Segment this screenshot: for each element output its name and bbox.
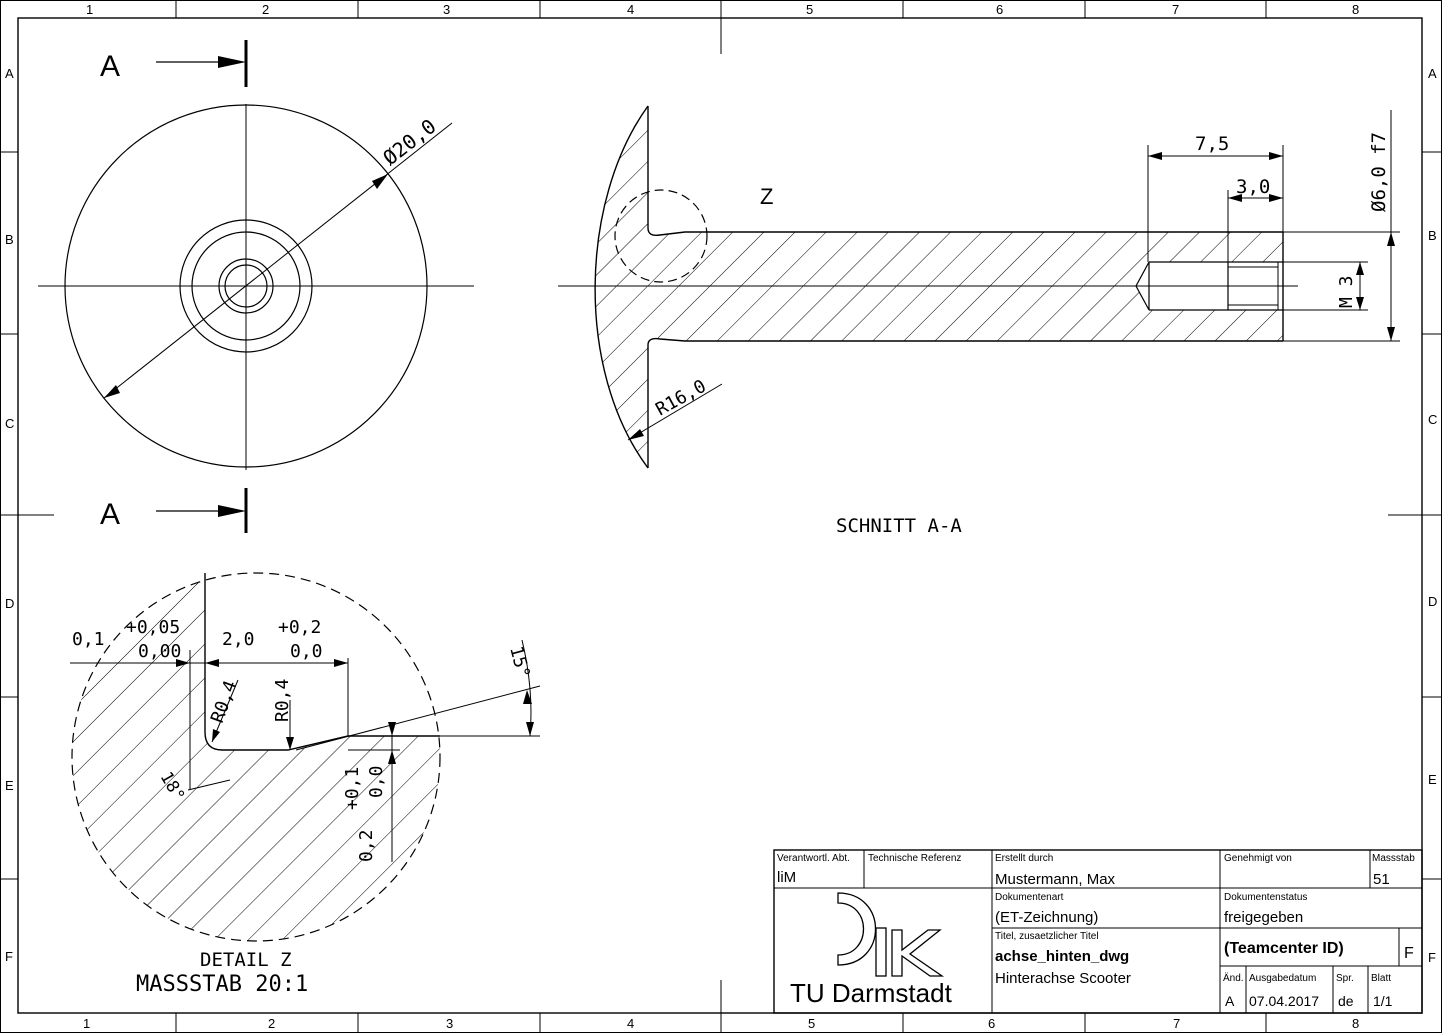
scale-value: 51 xyxy=(1373,871,1390,888)
tolerance-0-1-lower: 0,00 xyxy=(138,641,181,662)
row-label-right-f: F xyxy=(1428,950,1436,965)
angle-15: 15° xyxy=(505,644,534,681)
column-label-bottom-3: 3 xyxy=(446,1016,453,1031)
doc-status-label: Dokumentenstatus xyxy=(1224,892,1307,903)
dimension-diameter-6: Ø6,0 f7 xyxy=(1368,132,1390,212)
row-label-right-c: C xyxy=(1428,412,1437,427)
tolerance-0-2-upper: +0,1 xyxy=(342,767,363,810)
row-label-right-b: B xyxy=(1428,228,1437,243)
row-label-left-e: E xyxy=(5,778,14,793)
thread-label-m3: M 3 xyxy=(1336,275,1357,308)
approved-by-label: Genehmigt von xyxy=(1224,853,1292,864)
column-label-top-4: 4 xyxy=(627,2,634,17)
column-label-top-5: 5 xyxy=(806,2,813,17)
dimension-2-0: 2,0 xyxy=(222,629,255,650)
column-label-bottom-2: 2 xyxy=(268,1016,275,1031)
column-label-bottom-8: 8 xyxy=(1352,1016,1359,1031)
row-label-right-a: A xyxy=(1428,66,1437,81)
column-label-bottom-5: 5 xyxy=(808,1016,815,1031)
issue-date-value: 07.04.2017 xyxy=(1249,993,1319,1009)
title-value: achse_hinten_dwg xyxy=(995,948,1129,965)
tolerance-2-0-upper: +0,2 xyxy=(278,617,321,638)
tolerance-0-1-upper: +0,05 xyxy=(126,617,180,638)
dimension-0-1: 0,1 xyxy=(72,629,105,650)
doc-type-value: (ET-Zeichnung) xyxy=(995,909,1098,926)
dimension-0-2: 0,2 xyxy=(356,829,377,862)
detail-view: 0,1 +0,05 0,00 2,0 +0,2 0,0 R0,4 R0,4 15… xyxy=(70,572,541,997)
dimension-7-5: 7,5 xyxy=(1195,133,1229,155)
row-label-right-e: E xyxy=(1428,772,1437,787)
sheet-value: 1/1 xyxy=(1373,993,1393,1009)
row-label-left-a: A xyxy=(5,66,14,81)
front-view: A A Ø20,0 xyxy=(38,40,474,533)
scale-label: Massstab xyxy=(1372,853,1415,864)
column-label-top-7: 7 xyxy=(1172,2,1179,17)
column-label-top-1: 1 xyxy=(86,2,93,17)
dimension-3-0: 3,0 xyxy=(1236,176,1270,198)
sheet-row-letter: F xyxy=(1404,945,1414,962)
reference-label: Technische Referenz xyxy=(868,853,961,864)
column-label-bottom-1: 1 xyxy=(83,1016,90,1031)
subtitle-value: Hinterachse Scooter xyxy=(995,970,1131,987)
column-label-top-2: 2 xyxy=(262,2,269,17)
column-label-bottom-7: 7 xyxy=(1173,1016,1180,1031)
row-label-left-d: D xyxy=(5,596,14,611)
section-caption: SCHNITT A-A xyxy=(836,515,962,537)
tolerance-0-2-lower: 0,0 xyxy=(366,765,387,798)
revision-value: A xyxy=(1225,993,1235,1009)
revision-label: Änd. xyxy=(1223,972,1244,984)
responsible-label: Verantwortl. Abt. xyxy=(777,853,850,864)
doc-status-value: freigegeben xyxy=(1224,909,1303,926)
section-letter-bottom: A xyxy=(100,498,120,531)
created-by-value: Mustermann, Max xyxy=(995,871,1116,888)
row-label-left-b: B xyxy=(5,232,14,247)
radius-r16: R16,0 xyxy=(652,376,710,421)
column-label-top-6: 6 xyxy=(996,2,1003,17)
title-label: Titel, zusaetzlicher Titel xyxy=(995,931,1099,942)
detail-caption-title: DETAIL Z xyxy=(200,949,292,971)
doc-type-label: Dokumentenart xyxy=(995,892,1064,903)
radius-r0-4-b: R0,4 xyxy=(272,679,293,722)
institution-name: TU Darmstadt xyxy=(790,978,953,1008)
row-label-left-c: C xyxy=(5,416,14,431)
language-label: Spr. xyxy=(1336,973,1354,984)
detail-caption-scale: MASSSTAB 20:1 xyxy=(136,972,308,997)
teamcenter-id: (Teamcenter ID) xyxy=(1224,940,1344,957)
radius-r0-4-a: R0,4 xyxy=(207,678,242,726)
column-label-top-3: 3 xyxy=(443,2,450,17)
responsible-value: liM xyxy=(777,869,796,886)
detail-marker-z: Z xyxy=(760,184,773,209)
tolerance-2-0-lower: 0,0 xyxy=(290,641,323,662)
row-label-left-f: F xyxy=(5,949,13,964)
section-letter-top: A xyxy=(100,50,120,83)
language-value: de xyxy=(1338,993,1354,1009)
diameter-20-label: Ø20,0 xyxy=(378,114,440,170)
tu-darmstadt-logo xyxy=(837,892,945,977)
sheet-label: Blatt xyxy=(1371,973,1391,984)
created-by-label: Erstellt durch xyxy=(995,853,1053,864)
column-label-bottom-6: 6 xyxy=(988,1016,995,1031)
row-label-right-d: D xyxy=(1428,594,1437,609)
title-block: Verantwortl. Abt. Technische Referenz Er… xyxy=(773,849,1423,1014)
column-label-bottom-4: 4 xyxy=(627,1016,634,1031)
issue-date-label: Ausgabedatum xyxy=(1249,973,1316,984)
column-label-top-8: 8 xyxy=(1352,2,1359,17)
section-view: Z 7,5 3,0 Ø6,0 f7 M 3 R16,0 SCHNITT A-A xyxy=(558,105,1400,537)
